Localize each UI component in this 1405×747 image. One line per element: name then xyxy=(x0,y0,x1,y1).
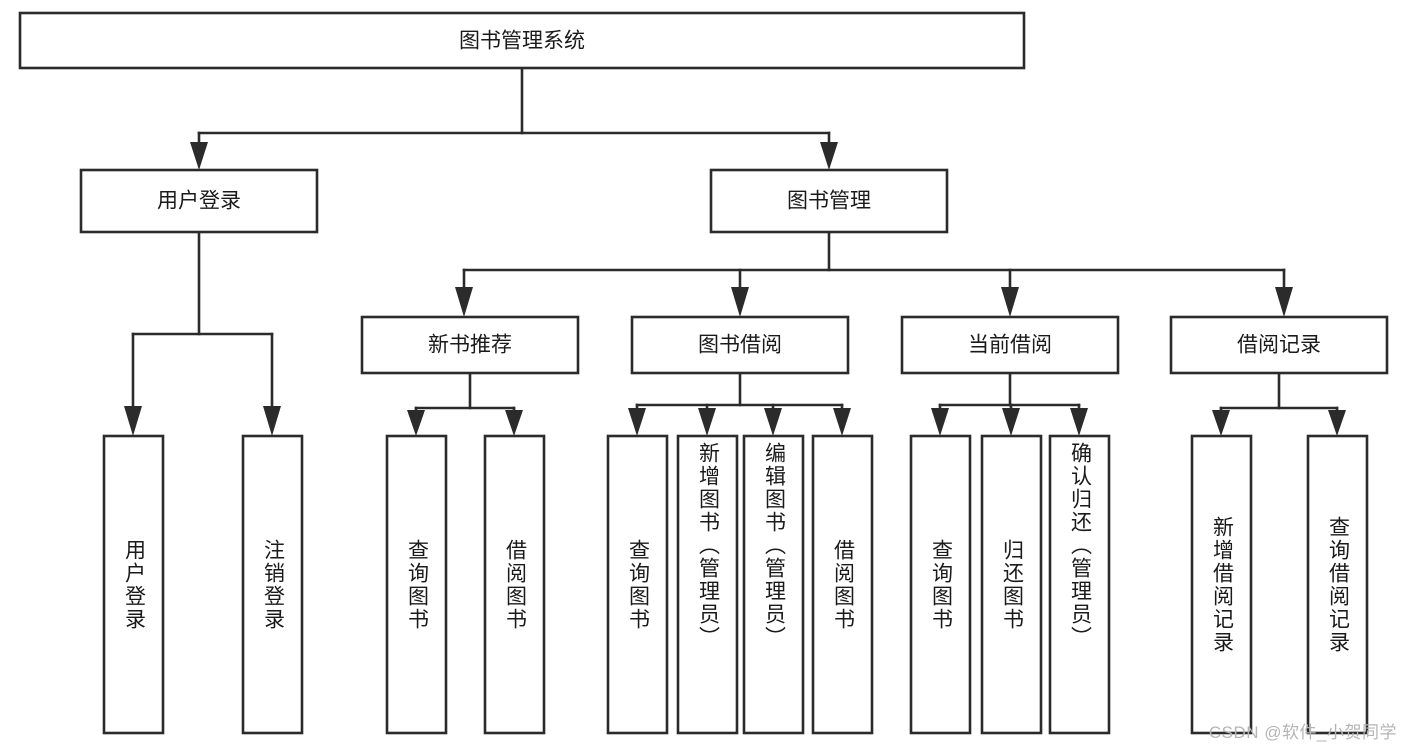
arrow-root-to-user-login xyxy=(190,142,208,170)
arrow-to-borrow-record xyxy=(1275,287,1293,317)
arrow-currentborrow-leaf-2 xyxy=(1002,408,1020,436)
arrow-currentborrow-leaf-1 xyxy=(931,408,949,436)
leaf-query-book-borrow[interactable] xyxy=(606,434,669,735)
arrow-to-leaf-user-login xyxy=(124,406,142,436)
node-book-manage[interactable] xyxy=(709,168,949,234)
arrow-root-to-book-manage xyxy=(820,142,838,170)
node-book-borrow[interactable] xyxy=(630,315,850,375)
arrow-to-new-book-rec xyxy=(455,287,473,317)
leaf-query-book-current[interactable] xyxy=(909,434,972,735)
arrow-to-current-borrow xyxy=(1001,287,1019,317)
csdn-watermark: CSDN @软件_小贺同学 xyxy=(1208,723,1397,742)
node-root[interactable] xyxy=(18,11,1026,70)
node-current-borrow[interactable] xyxy=(900,315,1120,375)
leaf-logout[interactable] xyxy=(241,434,304,735)
node-borrow-record[interactable] xyxy=(1169,315,1389,375)
leaf-borrow-book-newrec[interactable] xyxy=(483,434,546,735)
node-new-book-recommend-label: 新书推荐 xyxy=(428,334,512,357)
node-current-borrow-label: 当前借阅 xyxy=(968,334,1052,357)
node-user-login[interactable] xyxy=(79,168,319,234)
leaf-confirm-return-admin[interactable] xyxy=(1048,434,1111,735)
arrow-bookborrow-leaf-1 xyxy=(628,408,646,436)
leaf-borrow-book[interactable] xyxy=(811,434,874,735)
arrow-borrowrecord-leaf-2 xyxy=(1328,410,1346,436)
arrow-bookborrow-leaf-2 xyxy=(698,408,716,436)
arrow-borrowrecord-leaf-1 xyxy=(1212,410,1230,436)
arrow-currentborrow-leaf-3 xyxy=(1070,408,1088,436)
leaf-user-login[interactable] xyxy=(102,434,165,735)
arrow-newbook-leaf-2 xyxy=(505,410,523,436)
arrow-newbook-leaf-1 xyxy=(407,410,425,436)
arrow-to-book-borrow xyxy=(731,287,749,317)
node-new-book-recommend[interactable] xyxy=(360,315,580,375)
node-book-borrow-label: 图书借阅 xyxy=(698,334,782,357)
node-borrow-record-label: 借阅记录 xyxy=(1237,334,1321,357)
nodes: 图书管理系统 用户登录 图书管理 新书推荐 图书借阅 当前借阅 借阅记录 xyxy=(18,11,1389,735)
node-user-login-label: 用户登录 xyxy=(157,190,241,213)
leaf-edit-book-admin[interactable] xyxy=(742,434,805,735)
arrow-to-leaf-logout xyxy=(263,406,281,436)
arrow-bookborrow-leaf-4 xyxy=(833,408,851,436)
leaf-query-borrow-record[interactable] xyxy=(1306,434,1369,735)
leaf-add-book-admin[interactable] xyxy=(676,434,739,735)
node-book-manage-label: 图书管理 xyxy=(787,190,871,213)
leaf-add-borrow-record[interactable] xyxy=(1190,434,1253,735)
node-root-label: 图书管理系统 xyxy=(459,30,585,53)
leaf-return-book[interactable] xyxy=(980,434,1043,735)
connectors xyxy=(124,66,1346,436)
arrow-bookborrow-leaf-3 xyxy=(764,408,782,436)
leaf-query-book-newrec[interactable] xyxy=(385,434,448,735)
